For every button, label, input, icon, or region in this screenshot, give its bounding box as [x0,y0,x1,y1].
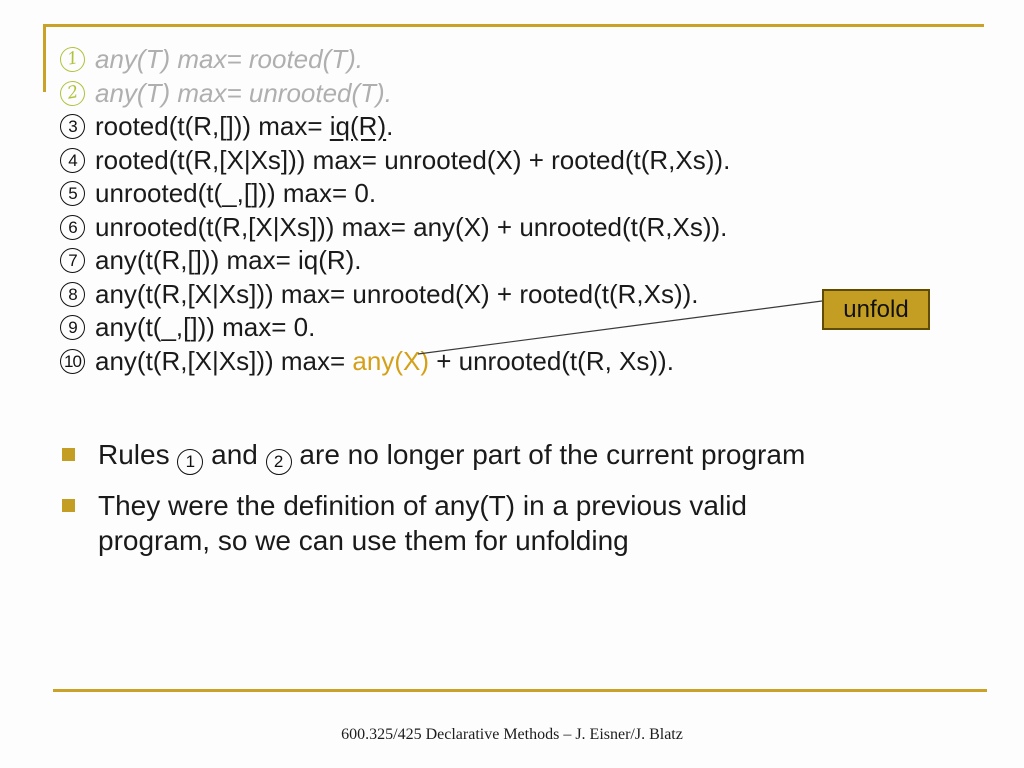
rule-text: rooted(t(R,[])) max= iq(R). [95,111,393,142]
rule-text: any(t(R,[])) max= iq(R). [95,245,362,276]
rule-number-badge: 5 [60,181,85,207]
rule-text: unrooted(t(R,[X|Xs])) max= any(X) + unro… [95,211,728,242]
rule-row-3: 3 rooted(t(R,[])) max= iq(R). [60,110,730,144]
rule-ref-1-badge: 1 [177,448,204,475]
rule-row-5: 5 unrooted(t(_,[])) max= 0. [60,177,730,211]
rule-text-pre: rooted(t(R,[])) max= [95,111,330,142]
rule-text-post: . [386,111,394,142]
rule-text: rooted(t(R,[X|Xs])) max= unrooted(X) + r… [95,144,731,175]
rule-text: any(T) max= rooted(T). [95,44,364,75]
rule-number-badge: 2 [58,78,87,108]
bullet-text: They were the definition of any(T) in a … [98,489,747,556]
bullet-square-icon [62,448,75,461]
bullet-square-icon [62,498,75,512]
rules-list: 1 any(T) max= rooted(T). 2 any(T) max= u… [58,43,730,379]
rule-number-badge: 6 [60,214,85,240]
rule-text: any(t(R,[X|Xs])) max= unrooted(X) + root… [95,278,699,309]
unfold-callout-label: unfold [843,295,909,323]
bullet-item-2: They were the definition of any(T) in a … [62,488,852,558]
bullet1-post: are no longer part of the current progra… [291,439,806,470]
rule-row-1: 1 any(T) max= rooted(T). [58,43,730,77]
left-accent-line [43,24,46,92]
rule-text: any(t(_,[])) max= 0. [95,312,316,343]
rule-text-highlighted: any(X) [352,345,429,376]
rule-text-pre: any(t(R,[X|Xs])) max= [95,345,353,376]
rule-ref-2-badge: 2 [265,448,292,475]
rule-row-9: 9 any(t(_,[])) max= 0. [60,311,730,345]
rule-number-badge: 7 [60,248,85,274]
rule-number-badge: 4 [60,147,85,173]
rule-number-badge: 9 [60,315,85,341]
rule-number-badge: 3 [60,114,85,140]
bullet1-pre: Rules [98,439,178,470]
bullet-list: Rules 1 and 2 are no longer part of the … [62,437,852,571]
rule-text: any(T) max= unrooted(T). [95,77,392,108]
rule-text: unrooted(t(_,[])) max= 0. [95,178,377,209]
bullet-text: Rules 1 and 2 are no longer part of the … [98,437,843,475]
rule-number-badge: 10 [60,348,85,374]
bullet1-mid: and [203,439,266,470]
top-accent-line [44,24,984,27]
rule-number-badge: 8 [60,281,85,307]
rule-text-underlined: iq(R) [329,111,387,142]
rule-row-7: 7 any(t(R,[])) max= iq(R). [60,244,730,278]
footer-divider-line [53,689,987,692]
rule-row-6: 6 unrooted(t(R,[X|Xs])) max= any(X) + un… [60,211,730,245]
footer-text: 600.325/425 Declarative Methods – J. Eis… [341,726,683,743]
rule-text-post: + unrooted(t(R, Xs)). [429,345,674,376]
rule-row-2: 2 any(T) max= unrooted(T). [58,77,730,111]
rule-row-8: 8 any(t(R,[X|Xs])) max= unrooted(X) + ro… [60,278,730,312]
rule-number-badge: 1 [58,45,87,75]
bullet-item-1: Rules 1 and 2 are no longer part of the … [62,437,852,475]
rule-text: any(t(R,[X|Xs])) max= any(X) + unrooted(… [95,346,674,377]
unfold-callout: unfold [822,289,930,330]
rule-row-10: 10 any(t(R,[X|Xs])) max= any(X) + unroot… [60,345,730,379]
rule-row-4: 4 rooted(t(R,[X|Xs])) max= unrooted(X) +… [60,144,730,178]
